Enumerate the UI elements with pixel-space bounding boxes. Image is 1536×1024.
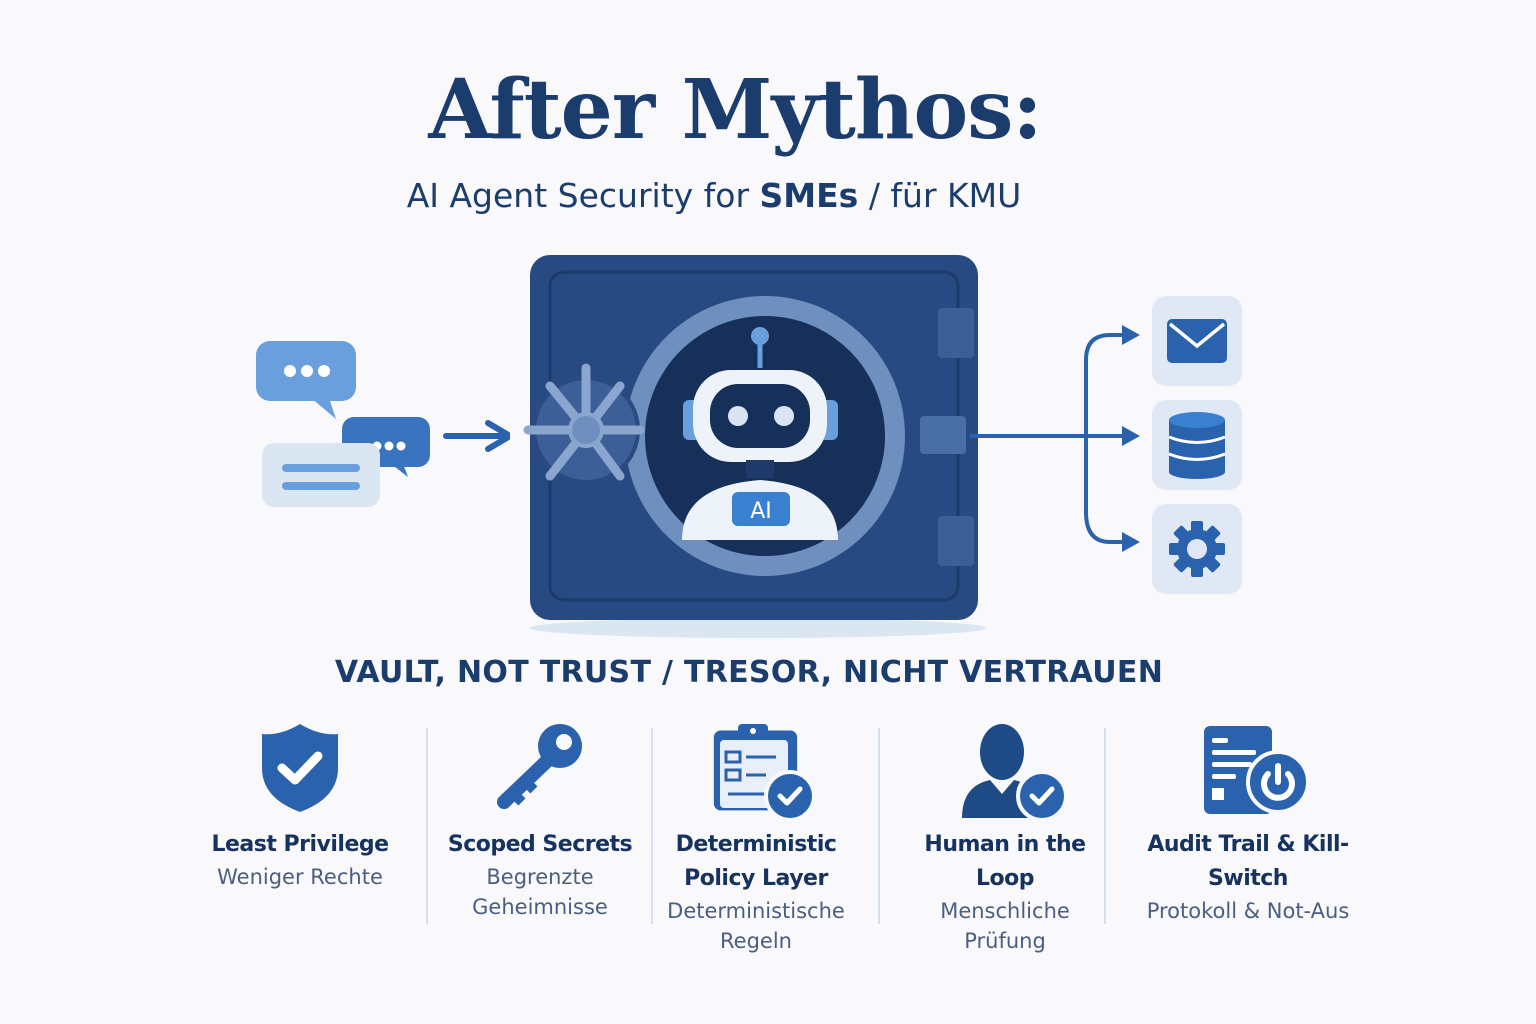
output-branch-arrows [970,325,1140,552]
shield-check-icon [262,724,338,812]
key-icon [497,724,582,809]
divider [426,728,428,924]
pillar-title: Scoped Secrets [447,832,633,857]
ai-badge: AI [750,499,772,524]
page-subtitle: AI Agent Security for SMEs / für KMU [0,176,1428,215]
tagline: VAULT, NOT TRUST / TRESOR, NICHT VERTRAU… [334,655,1164,690]
pillar-subtitle: Protokoll & Not-Aus [1146,899,1350,923]
pillar-subtitle: Deterministische Regeln [667,899,845,953]
pillar-least-privilege: Least Privilege Weniger Rechte [190,722,410,892]
pillar-scoped-secrets: Scoped Secrets Begrenzte Geheimnisse [440,722,640,922]
arrow-right-icon [443,420,510,452]
gear-icon [1169,521,1225,577]
subtitle-suffix: / für KMU [858,176,1022,215]
pillar-audit-kill-switch: Audit Trail & Kill-Switch Protokoll & No… [1120,722,1376,926]
subtitle-bold: SMEs [759,176,859,215]
vault-safe-icon: AI [523,255,986,638]
pillar-subtitle: Begrenzte Geheimnisse [472,865,608,919]
message-card-icon [262,443,380,507]
chat-bubble-icon [256,341,356,419]
divider [1104,728,1106,924]
pillar-title: Audit Trail & Kill-Switch [1147,832,1349,891]
vault-wheel-icon [523,363,645,484]
pillar-policy-layer: Deterministic Policy Layer Deterministis… [656,722,856,956]
clipboard-check-icon [713,724,816,822]
envelope-icon [1167,319,1227,363]
subtitle-prefix: AI Agent Security for [406,176,760,215]
email-output-box [1152,296,1242,386]
divider [651,728,653,924]
pillar-title: Human in the Loop [924,832,1086,891]
pillar-human-in-loop: Human in the Loop Menschliche Prüfung [895,722,1115,956]
page-title: After Mythos: [428,62,1042,158]
database-icon [1168,412,1226,479]
database-output-box [1152,400,1242,490]
robot-icon: AI [682,327,838,540]
pillar-subtitle: Weniger Rechte [217,865,383,889]
pillar-title: Least Privilege [211,832,389,857]
settings-output-box [1152,504,1242,594]
divider [878,728,880,924]
person-check-icon [962,724,1068,822]
pillar-subtitle: Menschliche Prüfung [940,899,1070,953]
chat-input-group [256,341,510,507]
audit-power-icon [1204,726,1308,814]
pillar-title: Deterministic Policy Layer [675,832,837,891]
